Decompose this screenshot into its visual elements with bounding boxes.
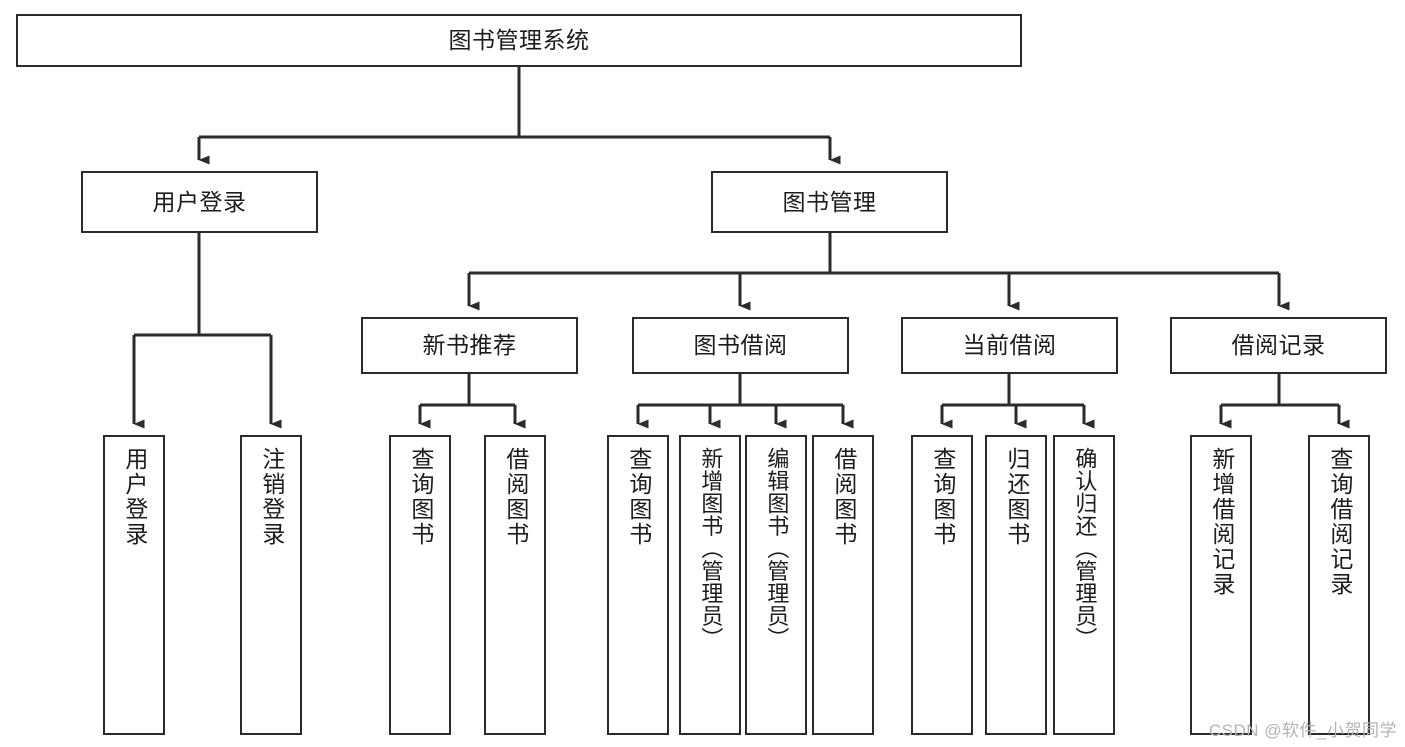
node-leaf-query-borrow-record-label: 查询借阅记录 bbox=[1326, 447, 1353, 597]
node-user-login-label: 用户登录 bbox=[152, 188, 247, 215]
node-leaf-add-borrow-record-label: 新增借阅记录 bbox=[1208, 447, 1235, 597]
node-leaf-borrow-book-recommend-label: 借阅图书 bbox=[502, 447, 529, 547]
node-leaf-return-book[interactable]: 归还图书 bbox=[985, 435, 1047, 735]
node-leaf-query-book-borrow-label: 查询图书 bbox=[625, 447, 652, 547]
node-leaf-query-book-current-label: 查询图书 bbox=[929, 447, 956, 547]
node-leaf-user-login[interactable]: 用户登录 bbox=[103, 435, 165, 735]
node-leaf-add-book-label: 新增图书（管理员） bbox=[698, 447, 724, 650]
node-borrow-record[interactable]: 借阅记录 bbox=[1170, 317, 1387, 374]
node-leaf-return-book-label: 归还图书 bbox=[1003, 447, 1030, 547]
node-leaf-user-login-label: 用户登录 bbox=[121, 447, 148, 547]
node-leaf-edit-book-label: 编辑图书（管理员） bbox=[764, 447, 790, 650]
node-new-book-recommend-label: 新书推荐 bbox=[422, 332, 517, 359]
node-leaf-query-book-recommend[interactable]: 查询图书 bbox=[389, 435, 451, 735]
node-leaf-add-book[interactable]: 新增图书（管理员） bbox=[679, 435, 741, 735]
node-book-management[interactable]: 图书管理 bbox=[711, 171, 948, 233]
node-leaf-edit-book[interactable]: 编辑图书（管理员） bbox=[745, 435, 807, 735]
node-new-book-recommend[interactable]: 新书推荐 bbox=[361, 317, 578, 374]
node-borrow-record-label: 借阅记录 bbox=[1231, 332, 1326, 359]
node-root-label: 图书管理系统 bbox=[448, 27, 590, 54]
node-leaf-query-book-recommend-label: 查询图书 bbox=[407, 447, 434, 547]
node-leaf-confirm-return-label: 确认归还（管理员） bbox=[1072, 447, 1098, 650]
node-leaf-borrow-book-recommend[interactable]: 借阅图书 bbox=[484, 435, 546, 735]
node-book-borrow[interactable]: 图书借阅 bbox=[632, 317, 849, 374]
node-leaf-confirm-return[interactable]: 确认归还（管理员） bbox=[1053, 435, 1115, 735]
node-leaf-query-borrow-record[interactable]: 查询借阅记录 bbox=[1308, 435, 1370, 735]
node-leaf-borrow-book-label: 借阅图书 bbox=[830, 447, 857, 547]
node-book-management-label: 图书管理 bbox=[782, 188, 877, 215]
node-book-borrow-label: 图书借阅 bbox=[693, 332, 788, 359]
node-leaf-add-borrow-record[interactable]: 新增借阅记录 bbox=[1190, 435, 1252, 735]
node-user-login[interactable]: 用户登录 bbox=[81, 171, 318, 233]
node-leaf-query-book-current[interactable]: 查询图书 bbox=[911, 435, 973, 735]
node-root[interactable]: 图书管理系统 bbox=[16, 14, 1022, 67]
node-leaf-borrow-book[interactable]: 借阅图书 bbox=[812, 435, 874, 735]
node-leaf-query-book-borrow[interactable]: 查询图书 bbox=[607, 435, 669, 735]
node-current-borrow[interactable]: 当前借阅 bbox=[901, 317, 1118, 374]
node-current-borrow-label: 当前借阅 bbox=[962, 332, 1057, 359]
node-leaf-user-logout[interactable]: 注销登录 bbox=[240, 435, 302, 735]
node-leaf-user-logout-label: 注销登录 bbox=[258, 447, 285, 547]
